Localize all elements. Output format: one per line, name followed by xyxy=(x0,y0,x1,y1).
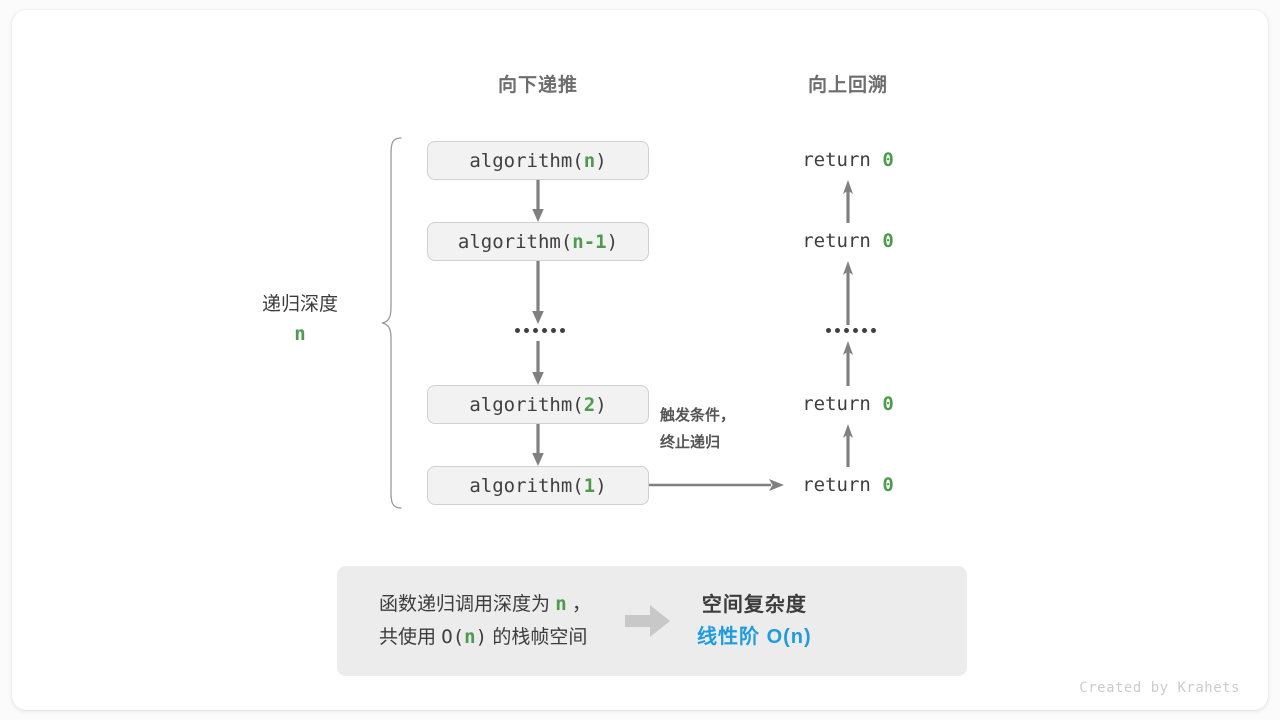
down-arrow-0-icon xyxy=(530,180,546,223)
call-box-2[interactable]: algorithm(2) xyxy=(427,385,649,424)
summary-line2-open: O( xyxy=(441,626,465,648)
summary-line2-pre: 共使用 xyxy=(379,627,442,648)
call-box-1-arg: n-1 xyxy=(572,230,607,253)
up-arrow-2-icon xyxy=(840,341,856,386)
termination-arrow-icon xyxy=(649,476,785,494)
call-box-3-name: algorithm( xyxy=(469,474,584,497)
summary-line1-var: n xyxy=(555,593,567,615)
summary-line1-pre: 函数递归调用深度为 xyxy=(379,594,556,615)
call-box-1-close: ) xyxy=(606,230,619,253)
return-3: return 0 xyxy=(748,474,948,496)
header-upward-backtrack: 向上回溯 xyxy=(807,75,888,96)
summary-line1-post: ， xyxy=(566,594,592,615)
return-1-keyword: return xyxy=(802,230,871,252)
ellipsis-dot xyxy=(835,328,840,333)
return-2: return 0 xyxy=(748,393,948,415)
ellipsis-dot xyxy=(524,328,529,333)
return-0-keyword: return xyxy=(802,149,871,171)
summary-description: 函数递归调用深度为 n ， 共使用 O(n) 的栈帧空间 xyxy=(337,588,591,654)
down-arrow-1-icon xyxy=(530,261,546,325)
ellipsis-dot xyxy=(826,328,831,333)
ellipsis-dot xyxy=(871,328,876,333)
call-box-0-name: algorithm( xyxy=(469,149,584,172)
ellipsis-dot xyxy=(862,328,867,333)
complexity-value: 线性阶 O(n) xyxy=(697,626,812,648)
call-box-2-name: algorithm( xyxy=(469,393,584,416)
ellipsis-dot xyxy=(853,328,858,333)
call-box-2-close: ) xyxy=(595,393,607,416)
ellipsis-dot xyxy=(515,328,520,333)
call-box-1-name: algorithm( xyxy=(457,230,573,253)
call-box-2-arg: 2 xyxy=(583,393,596,416)
call-box-3[interactable]: algorithm(1) xyxy=(427,466,649,505)
ellipsis-left xyxy=(515,328,565,333)
down-arrow-2-icon xyxy=(530,341,546,386)
up-arrow-1-icon xyxy=(840,261,856,325)
recursion-depth-label: 递归深度 n xyxy=(215,291,385,349)
diagram-card: 向下递推 向上回溯 递归深度 n algorithm(n) algorithm(… xyxy=(12,10,1268,710)
call-box-3-close: ) xyxy=(595,474,607,497)
return-3-value: 0 xyxy=(882,474,894,496)
return-0-value: 0 xyxy=(882,149,894,171)
ellipsis-dot xyxy=(533,328,538,333)
complexity-title: 空间复杂度 xyxy=(701,594,807,616)
depth-brace xyxy=(380,136,406,510)
header-downward-recursion: 向下递推 xyxy=(497,75,578,96)
return-2-keyword: return xyxy=(802,393,871,415)
call-box-0-close: ) xyxy=(595,149,607,172)
complexity-result: 空间复杂度 线性阶 O(n) xyxy=(697,589,812,653)
return-2-value: 0 xyxy=(882,393,894,415)
summary-line2-close: ) xyxy=(475,626,488,648)
ellipsis-right xyxy=(826,328,876,333)
up-arrow-0-icon xyxy=(840,180,856,223)
return-3-keyword: return xyxy=(802,474,871,496)
ellipsis-dot xyxy=(560,328,565,333)
recursion-depth-text: 递归深度 xyxy=(261,294,338,315)
call-box-3-arg: 1 xyxy=(583,474,596,497)
return-0: return 0 xyxy=(748,149,948,171)
summary-panel: 函数递归调用深度为 n ， 共使用 O(n) 的栈帧空间 空间复杂度 线性阶 O… xyxy=(337,566,967,676)
ellipsis-dot xyxy=(844,328,849,333)
ellipsis-dot xyxy=(542,328,547,333)
summary-line-2: 共使用 O(n) 的栈帧空间 xyxy=(379,621,591,654)
return-1-value: 0 xyxy=(882,230,894,252)
return-1: return 0 xyxy=(748,230,948,252)
summary-line2-post: 的栈帧空间 xyxy=(487,627,588,648)
call-box-0-arg: n xyxy=(583,149,596,172)
recursion-depth-value: n xyxy=(294,323,306,345)
call-box-0[interactable]: algorithm(n) xyxy=(427,141,649,180)
termination-note: 触发条件， 终止递归 xyxy=(660,402,735,456)
block-arrow-icon xyxy=(625,604,671,638)
call-box-1[interactable]: algorithm(n-1) xyxy=(427,222,649,261)
termination-note-line1: 触发条件， xyxy=(660,407,736,424)
summary-line2-var: n xyxy=(464,626,476,648)
up-arrow-3-icon xyxy=(840,424,856,467)
ellipsis-dot xyxy=(551,328,556,333)
termination-note-line2: 终止递归 xyxy=(660,434,721,451)
footer-credit: Created by Krahets xyxy=(1079,680,1240,696)
summary-line-1: 函数递归调用深度为 n ， xyxy=(379,588,591,621)
down-arrow-3-icon xyxy=(530,424,546,467)
